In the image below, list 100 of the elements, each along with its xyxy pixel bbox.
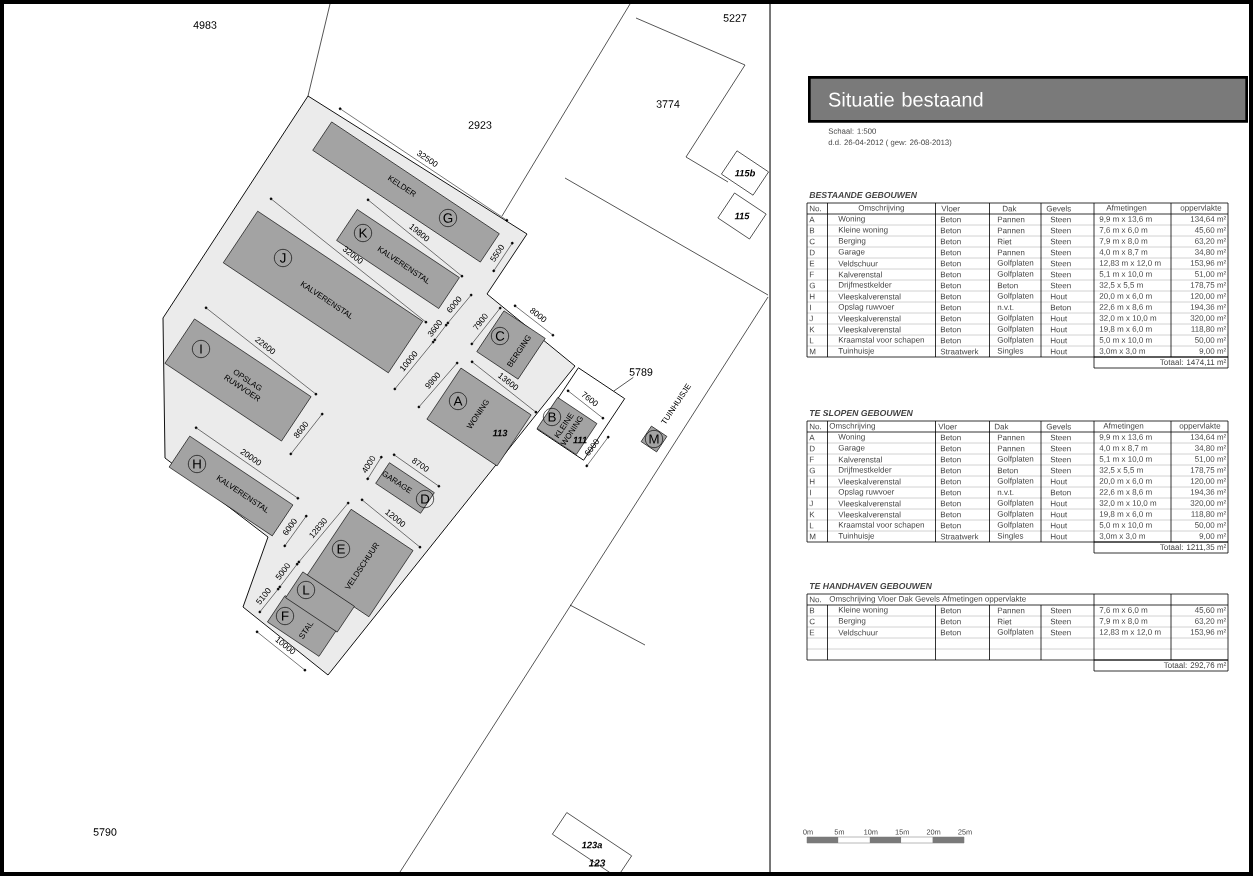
table-entry: J <box>809 500 813 507</box>
table-entry: M <box>809 348 816 355</box>
table-entry: H <box>809 478 815 485</box>
parcel-outline <box>536 367 626 461</box>
table-entry: Vleeskalverenstal <box>838 315 901 322</box>
table-entry: Beton <box>940 522 961 529</box>
table-entry: I <box>810 489 811 496</box>
table-entry: Pannen <box>997 607 1025 614</box>
table-entry: Golfplaten <box>997 499 1034 508</box>
table-entry: Straatwerk <box>940 348 979 355</box>
table-entry: 9,9 m x 13,6 m <box>1099 434 1152 441</box>
table-entry: Hout <box>1050 348 1068 355</box>
table-entry: Steen <box>1050 260 1071 267</box>
table-entry: Hout <box>1050 293 1068 300</box>
table-entry: 320,00 m² <box>1190 315 1227 322</box>
table-entry: Beton <box>940 304 961 311</box>
table-entry: Beton <box>940 271 961 278</box>
table-entry: Hout <box>1050 533 1068 540</box>
table-entry: 7,9 m x 8,0 m <box>1099 618 1148 625</box>
column-header: No. <box>809 205 821 212</box>
table-entry: Hout <box>1050 522 1068 529</box>
column-header: Dak <box>994 423 1009 430</box>
parcel-number: 5790 <box>93 828 117 836</box>
table-entry: Golfplaten <box>997 455 1034 464</box>
table-entry: 194,36 m² <box>1190 489 1227 496</box>
table-entry: Kleine woning <box>838 606 888 615</box>
table-entry: 20,0 m x 6,0 m <box>1099 478 1152 485</box>
table-entry: Golfplaten <box>997 314 1034 323</box>
table-entry: 194,36 m² <box>1190 304 1227 311</box>
column-header: Afmetingen <box>1103 422 1144 431</box>
table-entry: 20,0 m x 6,0 m <box>1099 293 1152 300</box>
table-entry: 320,00 m² <box>1190 500 1227 507</box>
table-entry: Hout <box>1050 511 1068 518</box>
table-heading: TE HANDHAVEN GEBOUWEN <box>809 582 932 590</box>
table-entry: Tuinhuisje <box>838 532 875 541</box>
table-entry: Golfplaten <box>997 270 1034 279</box>
leader-line <box>613 377 634 392</box>
table-entry: Beton <box>940 629 961 636</box>
table-entry: Pannen <box>997 445 1025 452</box>
table-entry: 12,83 m x 12,0 m <box>1099 260 1161 267</box>
table-entry: Steen <box>1050 282 1071 289</box>
table-entry: Beton <box>940 238 961 245</box>
table-entry: 34,80 m² <box>1195 249 1227 256</box>
table-entry: Garage <box>838 444 865 453</box>
table-entry: Steen <box>1050 618 1071 625</box>
table-entry: Riet <box>997 618 1012 625</box>
parcel-number: 123 <box>588 859 606 867</box>
table-entry: Hout <box>1050 337 1068 344</box>
table-entry: 7,6 m x 6,0 m <box>1099 227 1148 234</box>
total-area: Totaal: 1211,35 m² <box>1093 541 1229 554</box>
table-entry: Beton <box>940 293 961 300</box>
table-entry: 12,83 m x 12,0 m <box>1099 629 1161 636</box>
table-entry: Steen <box>1050 238 1071 245</box>
column-header: No. <box>809 596 821 603</box>
column-header: Omschrijving <box>829 422 875 431</box>
column-header: Vloer <box>938 423 957 430</box>
table-entry: C <box>809 238 815 245</box>
column-header: Vloer <box>941 205 960 212</box>
table-entry: Beton <box>997 282 1018 289</box>
table-entry: 50,00 m² <box>1195 522 1227 529</box>
table-entry: Steen <box>1050 227 1071 234</box>
table-entry: 32,5 x 5,5 m <box>1099 282 1143 289</box>
table-entry: Vleeskalverenstal <box>838 326 901 333</box>
table-entry: Kraamstal voor schapen <box>838 521 924 530</box>
table-entry: 9,00 m² <box>1199 348 1227 355</box>
table-entry: E <box>809 629 815 636</box>
table-entry: G <box>809 467 815 474</box>
table-entry: 153,96 m² <box>1190 260 1227 267</box>
table-entry: 120,00 m² <box>1190 293 1227 300</box>
column-header: oppervlakte <box>1179 422 1221 431</box>
table-entry: 134,64 m² <box>1190 216 1227 223</box>
column-header: Afmetingen <box>1106 204 1147 213</box>
table-entry: Beton <box>940 511 961 518</box>
table-entry: Kleine woning <box>838 226 888 235</box>
table-entry: K <box>809 326 815 333</box>
table-entry: Vleeskalverenstal <box>838 500 901 507</box>
table-entry: 178,75 m² <box>1190 282 1227 289</box>
table-entry: G <box>809 282 815 289</box>
table-entry: Woning <box>838 433 865 442</box>
table-entry: Golfplaten <box>997 628 1034 637</box>
table-entry: Hout <box>1050 500 1068 507</box>
table-entry: 22,6 m x 8,6 m <box>1099 304 1152 311</box>
table-entry: Golfplaten <box>997 292 1034 301</box>
table-entry: J <box>809 315 813 322</box>
table-entry: Woning <box>838 215 865 224</box>
table-entry: Hout <box>1050 478 1068 485</box>
table-entry: L <box>809 337 814 344</box>
table-entry: Veldschuur <box>838 260 878 267</box>
table-entry: 32,0 m x 10,0 m <box>1099 500 1157 507</box>
table-entry: 153,96 m² <box>1190 629 1227 636</box>
parcel-number: 3774 <box>656 100 680 108</box>
total-area: Totaal: 292,76 m² <box>1093 659 1229 672</box>
table-entry: 63,20 m² <box>1195 618 1227 625</box>
table-entry: 178,75 m² <box>1190 467 1227 474</box>
table-entry: 34,80 m² <box>1195 445 1227 452</box>
table-entry: Beton <box>940 326 961 333</box>
table-entry: Beton <box>940 249 961 256</box>
table-entry: D <box>809 445 815 452</box>
table-entry: Beton <box>940 489 961 496</box>
table-entry: H <box>809 293 815 300</box>
